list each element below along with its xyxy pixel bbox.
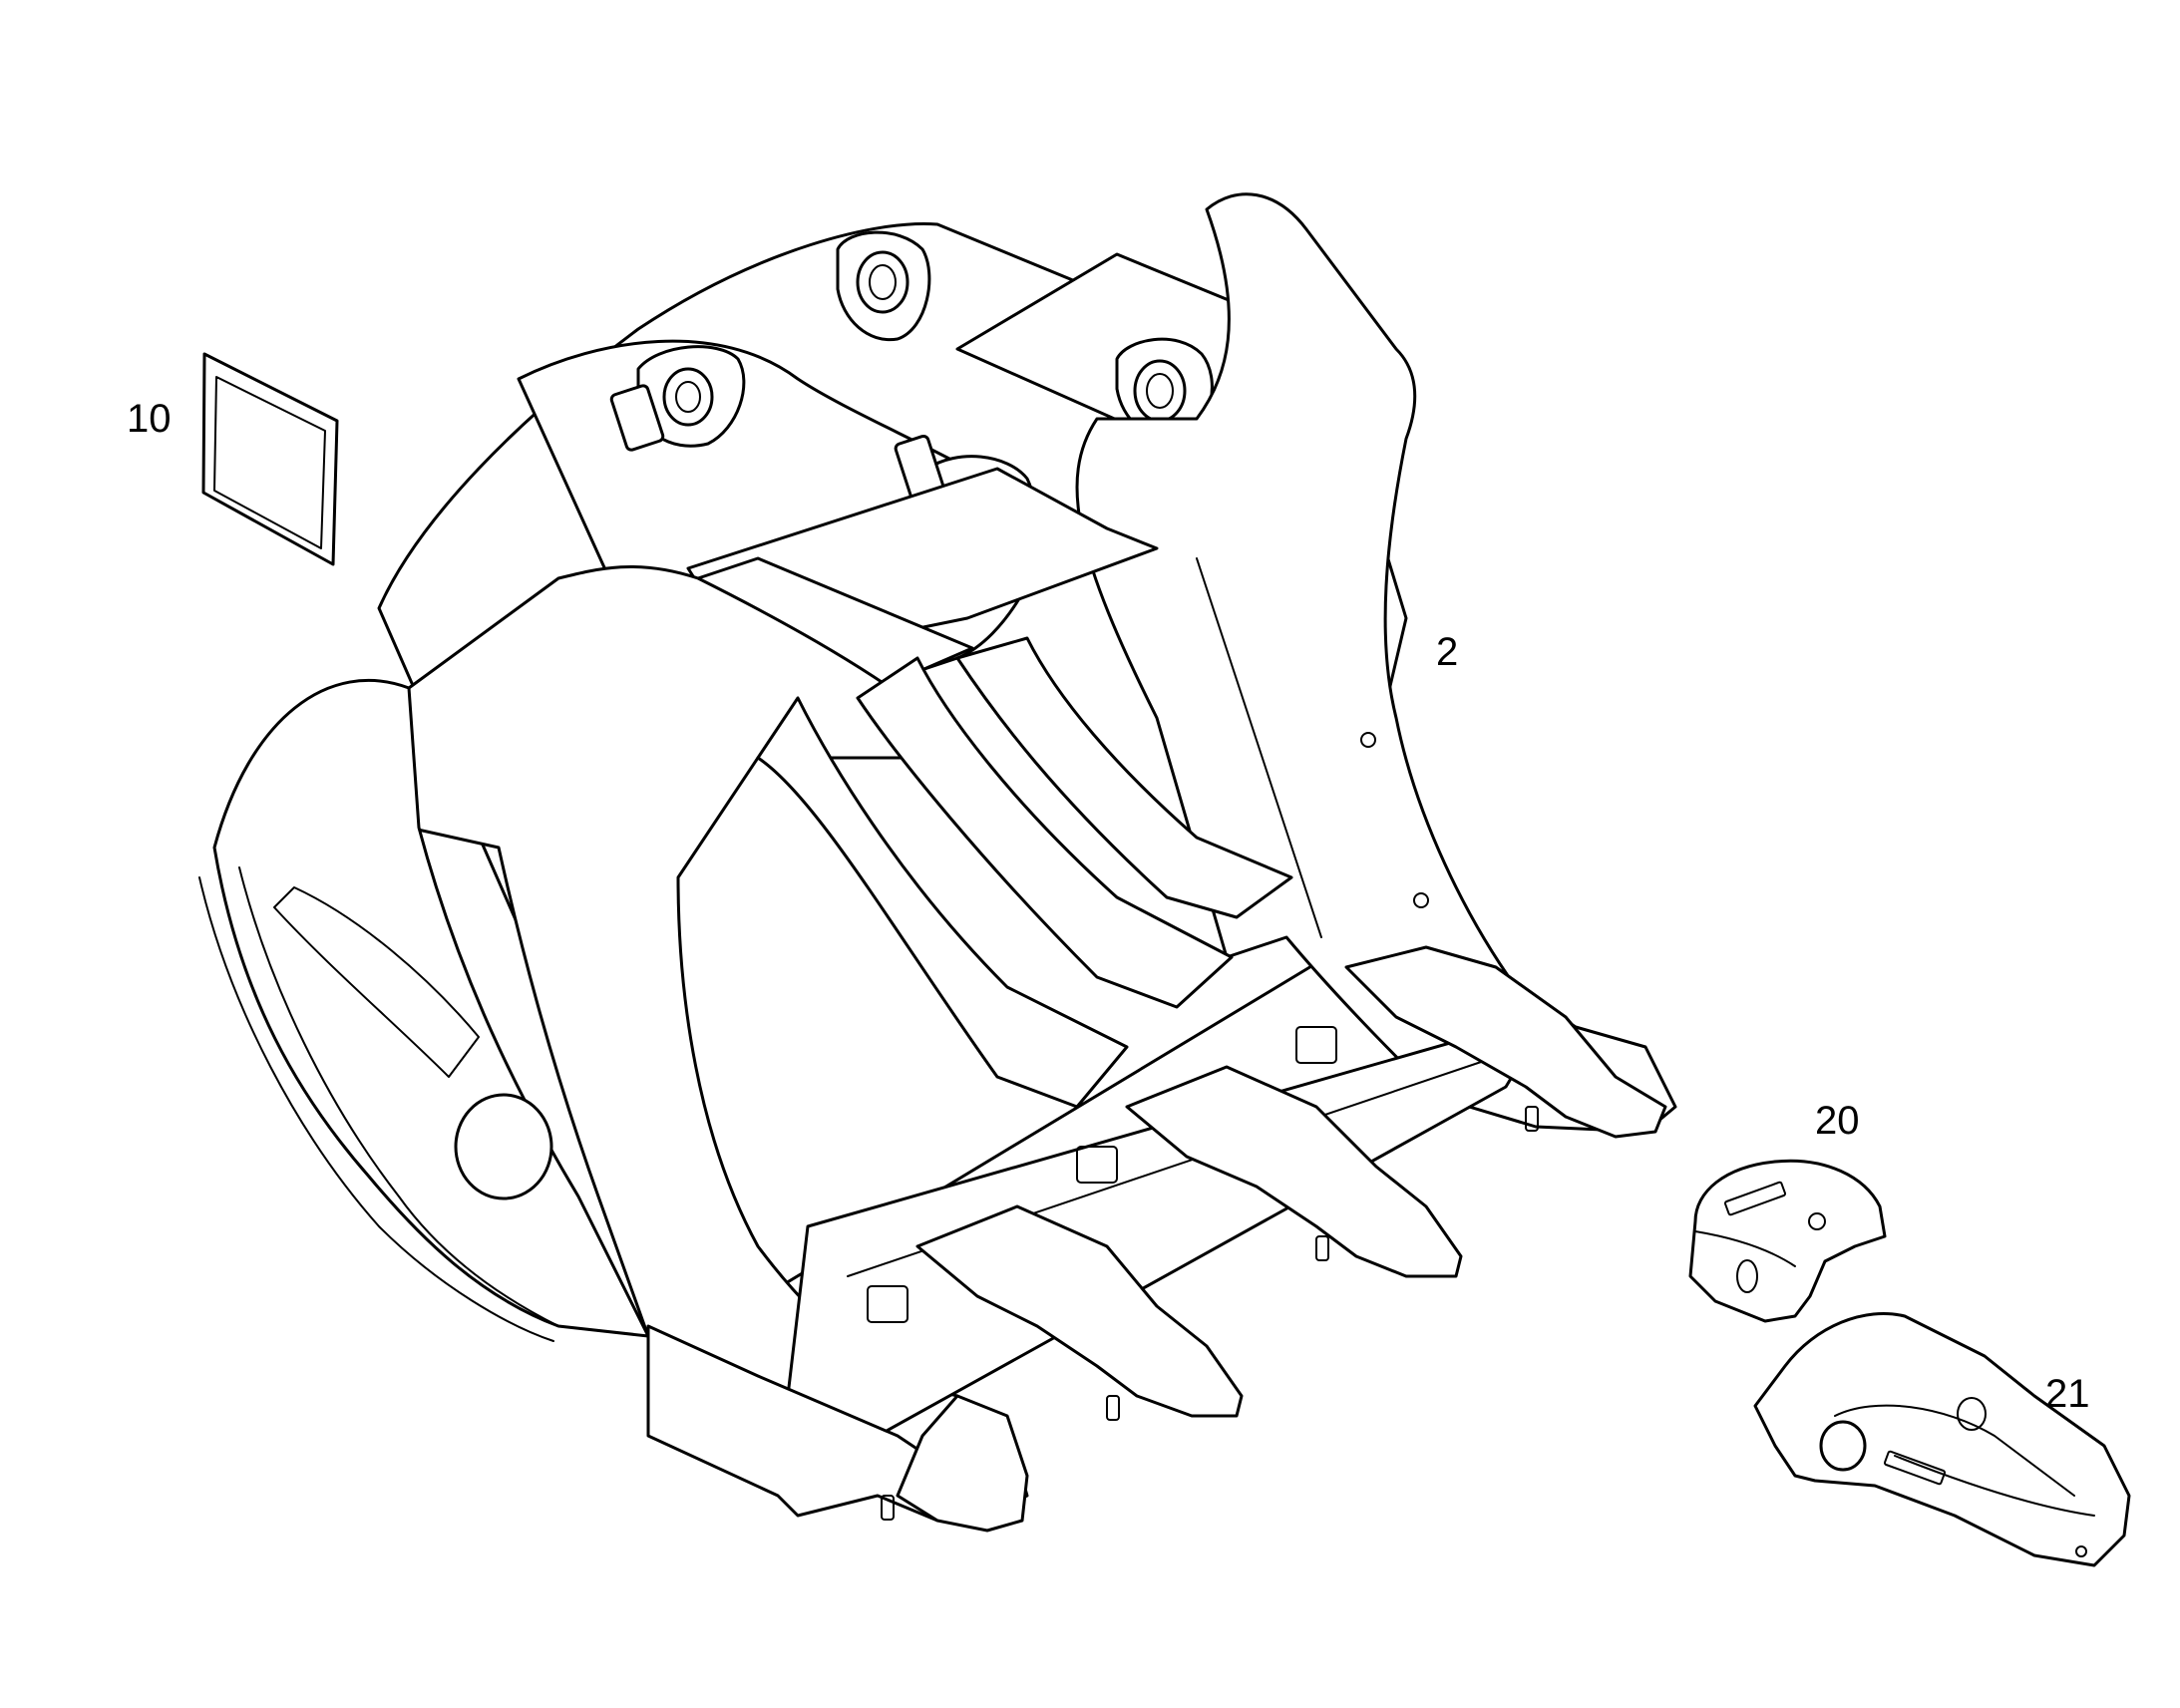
callout-10: 10 [127,397,172,441]
bucket-tooth [1753,1311,2131,1567]
tooth-adapter [1688,1159,1887,1323]
bucket-body [198,192,1677,1533]
decal-sheet [201,352,339,566]
callout-2: 2 [1436,630,1459,674]
callout-21: 21 [2045,1372,2090,1416]
bucket-teeth [867,945,1667,1533]
callout-20: 20 [1815,1099,1860,1143]
